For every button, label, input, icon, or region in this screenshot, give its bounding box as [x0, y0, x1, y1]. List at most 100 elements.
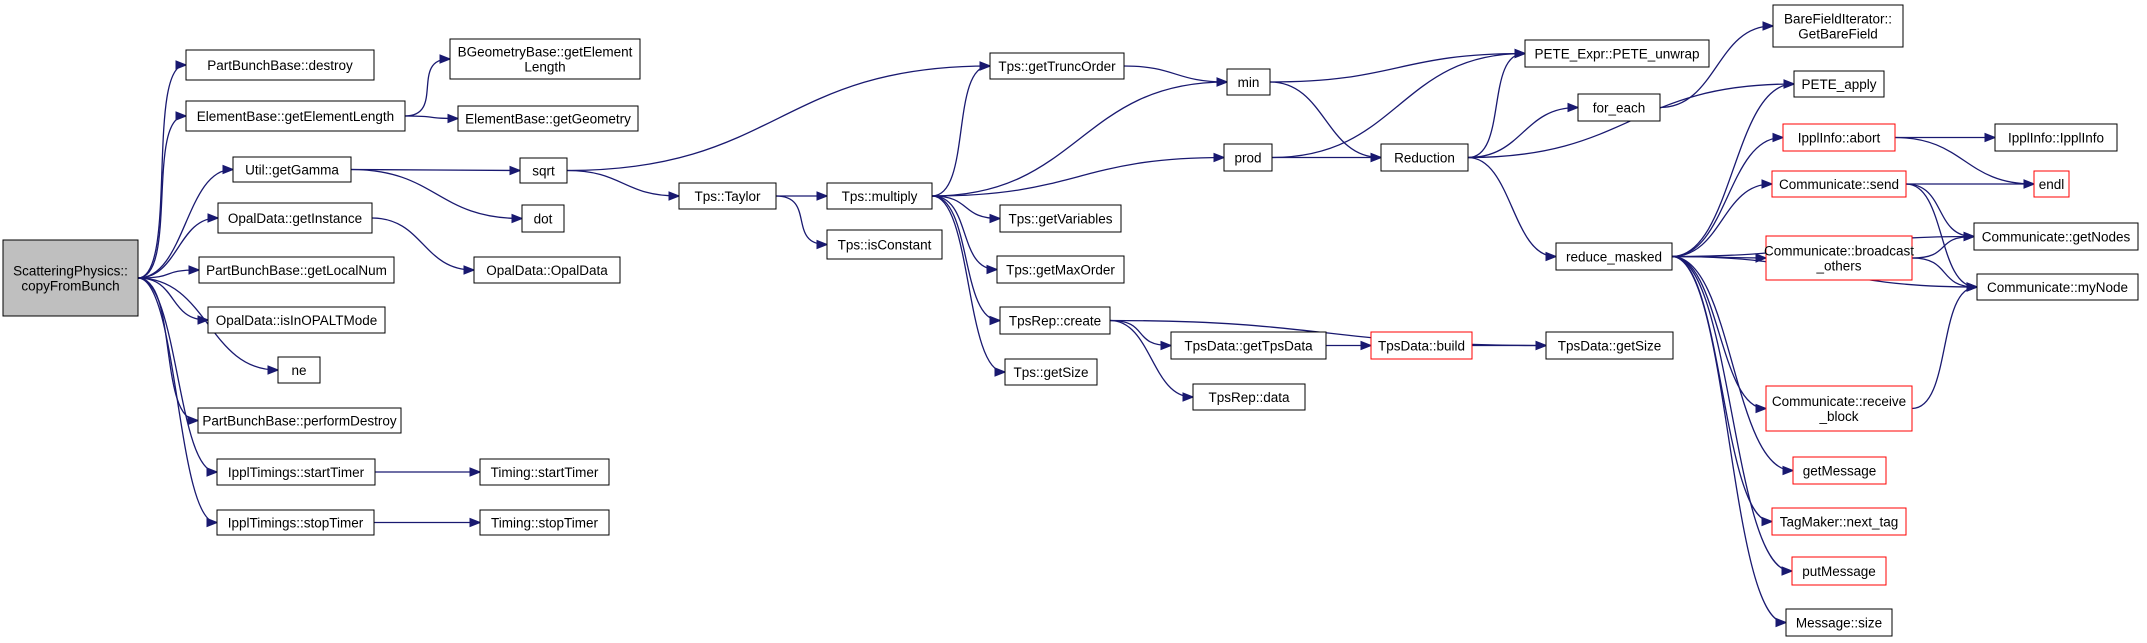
node-ipplInfo[interactable]: IpplInfo::IpplInfo — [1994, 123, 2118, 152]
node-label: TpsData::getSize — [1558, 339, 1662, 354]
node-bgGetElementLength[interactable]: BGeometryBase::getElementLength — [449, 38, 641, 80]
node-box — [479, 509, 610, 536]
node-peteApply[interactable]: PETE_apply — [1793, 70, 1885, 98]
node-destroy[interactable]: PartBunchBase::destroy — [185, 49, 375, 81]
node-label: ElementBase::getGeometry — [465, 112, 631, 127]
edges-layer — [137, 26, 2033, 623]
edge-min-to-reduction — [1269, 81, 1380, 158]
node-tpsGetMaxOrder[interactable]: Tps::getMaxOrder — [996, 255, 1125, 284]
node-ipplStopTimer[interactable]: IpplTimings::stopTimer — [216, 509, 375, 536]
node-tpsGetTruncOrder[interactable]: Tps::getTruncOrder — [989, 52, 1125, 80]
node-bareField[interactable]: BareFieldIterator::GetBareField — [1772, 4, 1904, 48]
node-getMessage[interactable]: getMessage — [1792, 456, 1887, 485]
node-tpsMultiply[interactable]: Tps::multiply — [826, 182, 933, 210]
node-tpsGetVariables[interactable]: Tps::getVariables — [999, 204, 1122, 233]
node-box — [1792, 456, 1887, 485]
node-label: Communicate::receive — [1772, 394, 1906, 409]
node-reduceMasked[interactable]: reduce_masked — [1555, 242, 1673, 271]
node-box — [999, 306, 1111, 335]
node-tpsRepCreate[interactable]: TpsRep::create — [999, 306, 1111, 335]
node-tpsDataGetTpsData[interactable]: TpsData::getTpsData — [1170, 331, 1327, 360]
node-ipplStartTimer[interactable]: IpplTimings::startTimer — [216, 458, 376, 486]
node-commMyNode[interactable]: Communicate::myNode — [1976, 273, 2139, 301]
node-tpsDataGetSize[interactable]: TpsData::getSize — [1545, 331, 1674, 360]
edge-commBroadcast-to-commMyNode — [1911, 257, 1976, 287]
node-isInOPALTMode[interactable]: OpalData::isInOPALTMode — [207, 306, 386, 334]
node-getLocalNum[interactable]: PartBunchBase::getLocalNum — [198, 256, 395, 284]
edge-getGamma-to-sqrt — [350, 170, 519, 171]
node-label: IpplTimings::stopTimer — [228, 516, 364, 531]
node-commReceive[interactable]: Communicate::receive_block — [1765, 385, 1913, 432]
edge-reduceMasked-to-peteApply — [1671, 84, 1793, 258]
node-tpsGetSize[interactable]: Tps::getSize — [1004, 358, 1098, 386]
node-tpsIsConstant[interactable]: Tps::isConstant — [826, 229, 943, 260]
node-putMessage[interactable]: putMessage — [1791, 556, 1887, 586]
node-box — [1192, 383, 1306, 411]
node-label: PETE_apply — [1801, 77, 1876, 92]
node-box — [1223, 143, 1273, 172]
node-label: _block — [1818, 409, 1858, 424]
node-box — [1545, 331, 1674, 360]
node-ipplAbort[interactable]: IpplInfo::abort — [1782, 123, 1896, 152]
node-box — [473, 256, 621, 284]
node-box — [1765, 385, 1913, 432]
node-label: Tps::getTruncOrder — [998, 59, 1116, 74]
node-messageSize[interactable]: Message::size — [1785, 608, 1893, 637]
node-getInstance[interactable]: OpalData::getInstance — [217, 202, 373, 234]
node-prod[interactable]: prod — [1223, 143, 1273, 172]
node-endl[interactable]: endl — [2033, 170, 2070, 198]
node-label: BareFieldIterator:: — [1784, 12, 1892, 27]
node-opalData[interactable]: OpalData::OpalData — [473, 256, 621, 284]
node-box — [2, 239, 139, 317]
node-timingStartTimer[interactable]: Timing::startTimer — [479, 458, 610, 486]
node-label: Message::size — [1796, 616, 1882, 631]
node-nextTag[interactable]: TagMaker::next_tag — [1771, 507, 1907, 536]
node-sqrt[interactable]: sqrt — [519, 157, 568, 184]
node-label: PartBunchBase::performDestroy — [202, 414, 397, 429]
node-root[interactable]: ScatteringPhysics::copyFromBunch — [2, 239, 139, 317]
node-commBroadcast[interactable]: Communicate::broadcast_others — [1764, 235, 1914, 281]
node-peteUnwrap[interactable]: PETE_Expr::PETE_unwrap — [1524, 39, 1710, 68]
node-label: copyFromBunch — [21, 279, 119, 294]
edge-tpsRepCreate-to-tpsRepData — [1109, 319, 1192, 398]
node-tpsDataBuild[interactable]: TpsData::build — [1370, 331, 1473, 360]
node-label: getMessage — [1803, 464, 1877, 479]
node-forEach[interactable]: for_each — [1577, 93, 1661, 122]
node-box — [1226, 68, 1271, 96]
node-label: Tps::isConstant — [838, 238, 932, 253]
nodes-layer: ScatteringPhysics::copyFromBunchPartBunc… — [2, 4, 2139, 637]
node-reduction[interactable]: Reduction — [1380, 143, 1469, 172]
node-getElementLength[interactable]: ElementBase::getElementLength — [185, 100, 406, 132]
edge-tpsMultiply-to-tpsGetMaxOrder — [931, 195, 996, 270]
edge-reduceMasked-to-commSend — [1671, 184, 1771, 258]
edge-root-to-isInOPALTMode — [137, 277, 207, 320]
edge-reduction-to-forEach — [1467, 108, 1577, 159]
node-min[interactable]: min — [1226, 68, 1271, 96]
node-box — [1370, 331, 1473, 360]
node-tpsRepData[interactable]: TpsRep::data — [1192, 383, 1306, 411]
node-commSend[interactable]: Communicate::send — [1771, 170, 1907, 198]
node-dot[interactable]: dot — [521, 204, 565, 233]
node-getGeometry[interactable]: ElementBase::getGeometry — [457, 105, 639, 132]
node-label: ElementBase::getElementLength — [197, 109, 394, 124]
node-ne[interactable]: ne — [277, 356, 321, 384]
node-box — [1994, 123, 2118, 152]
node-performDestroy[interactable]: PartBunchBase::performDestroy — [197, 407, 402, 434]
node-label: endl — [2039, 177, 2065, 192]
edge-root-to-getElementLength — [137, 116, 185, 279]
node-label: Util::getGamma — [245, 163, 339, 178]
node-label: TpsData::build — [1378, 339, 1465, 354]
node-getGamma[interactable]: Util::getGamma — [232, 156, 352, 183]
node-tpsTaylor[interactable]: Tps::Taylor — [678, 182, 777, 210]
node-box — [1793, 70, 1885, 98]
node-commGetNodes[interactable]: Communicate::getNodes — [1973, 222, 2139, 251]
node-label: Tps::getVariables — [1008, 212, 1112, 227]
node-box — [1170, 331, 1327, 360]
node-timingStopTimer[interactable]: Timing::stopTimer — [479, 509, 610, 536]
edge-sqrt-to-tpsTaylor — [566, 169, 678, 197]
edge-root-to-destroy — [137, 65, 185, 279]
node-box — [1782, 123, 1896, 152]
node-label: Tps::getMaxOrder — [1006, 263, 1115, 278]
node-label: Communicate::broadcast — [1764, 244, 1914, 259]
edge-getInstance-to-opalData — [371, 217, 473, 270]
